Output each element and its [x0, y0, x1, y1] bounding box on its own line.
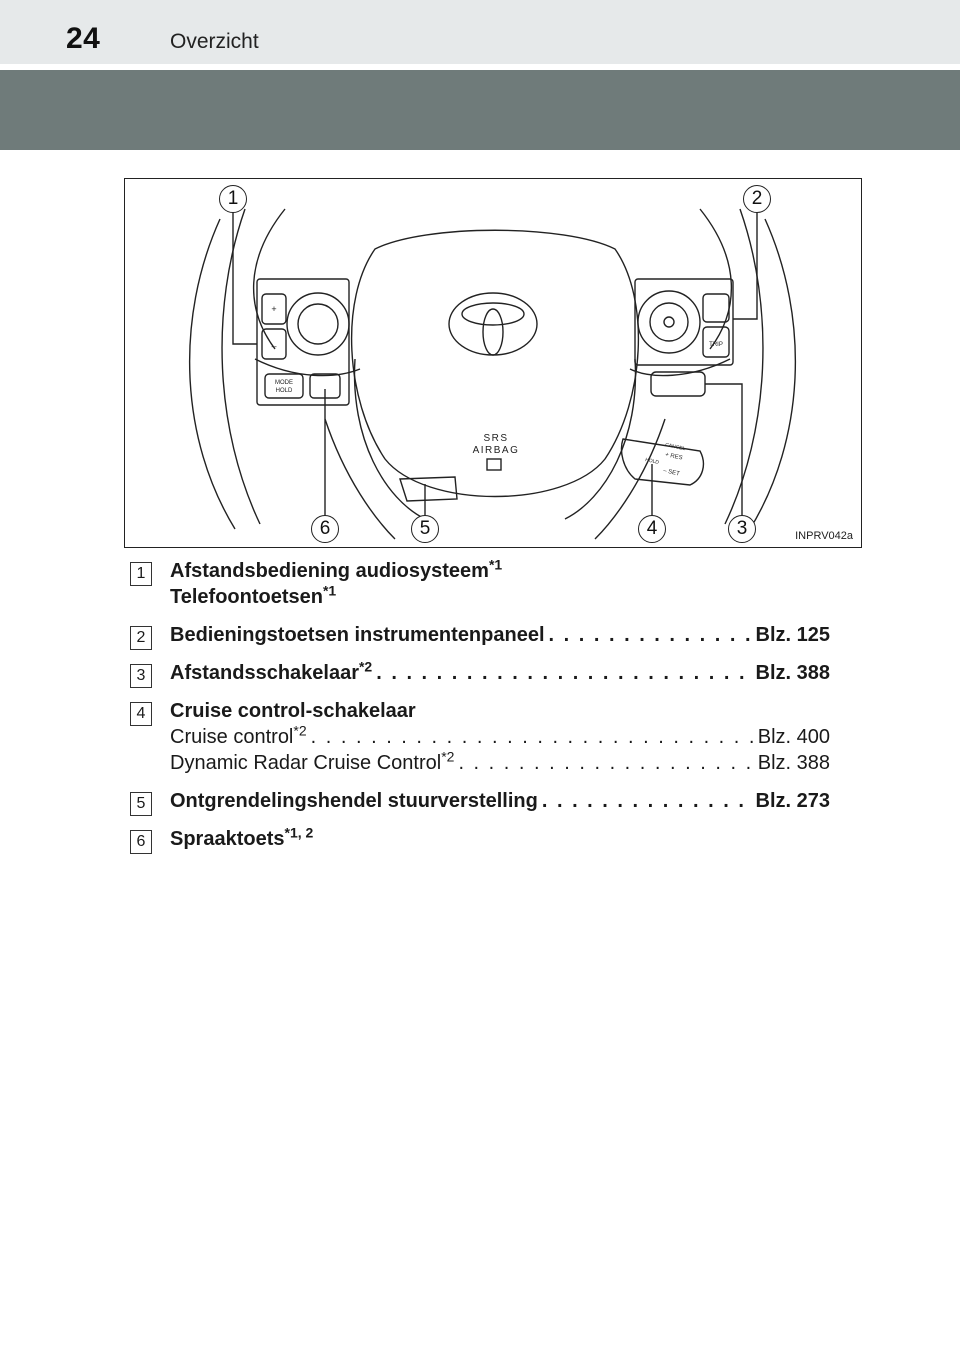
legend-number: 3: [130, 664, 152, 688]
legend-number: 2: [130, 626, 152, 650]
callout-1: 1: [219, 185, 247, 213]
hold-label: HOLD: [276, 388, 293, 394]
legend-line: Telefoontoetsen*1: [170, 582, 337, 608]
horn-icon: [486, 458, 502, 471]
legend-line: Bedieningstoetsen instrumentenpaneel Blz…: [170, 622, 830, 648]
legend-item-1: 1 Afstandsbediening audiosysteem*1 Telef…: [130, 556, 830, 610]
legend-item-5: 5 Ontgrendelingshendel stuurverstelling …: [130, 788, 830, 816]
legend-item-4: 4 Cruise control-schakelaar Cruise contr…: [130, 698, 830, 776]
cancel-label: CANCEL: [665, 442, 686, 452]
res-label: + RES: [665, 452, 683, 462]
header-band: [0, 70, 960, 150]
steering-wheel-illustration: SRS AIRBAG MODE HOLD TRIP + – + RES – SE…: [189, 207, 796, 540]
legend-item-2: 2 Bedieningstoetsen instrumentenpaneel B…: [130, 622, 830, 650]
mode-label: MODE: [275, 380, 293, 386]
airbag-label: AIRBAG: [473, 445, 520, 456]
callout-2: 2: [743, 185, 771, 213]
legend-line: Ontgrendelingshendel stuurverstelling Bl…: [170, 788, 830, 814]
callout-3: 3: [728, 515, 756, 543]
page-reference[interactable]: Blz. 388: [757, 752, 830, 774]
srs-label: SRS: [483, 433, 508, 444]
legend-line: Cruise control-schakelaar: [170, 700, 416, 722]
legend-line: Afstandsschakelaar*2 Blz. 388: [170, 659, 830, 686]
toyota-logo: [448, 292, 538, 356]
legend-line: Dynamic Radar Cruise Control*2 Blz. 388: [170, 749, 830, 776]
page-header: 24 Overzicht: [0, 0, 960, 64]
legend-line: Afstandsbediening audiosysteem*1: [170, 556, 503, 582]
legend-number: 1: [130, 562, 152, 586]
legend-line: Cruise control*2 Blz. 400: [170, 723, 830, 750]
page-reference[interactable]: Blz. 400: [757, 726, 830, 748]
legend-number: 5: [130, 792, 152, 816]
page-reference[interactable]: Blz. 125: [755, 624, 830, 646]
page-reference[interactable]: Blz. 273: [755, 790, 830, 812]
legend-list: 1 Afstandsbediening audiosysteem*1 Telef…: [130, 556, 830, 854]
minus-label: –: [271, 341, 276, 351]
legend-number: 4: [130, 702, 152, 726]
callout-5: 5: [411, 515, 439, 543]
legend-item-3: 3 Afstandsschakelaar*2 Blz. 388: [130, 659, 830, 688]
steering-wheel-figure: SRS AIRBAG MODE HOLD TRIP + – + RES – SE…: [124, 178, 862, 548]
trip-label: TRIP: [709, 342, 723, 348]
legend-line: Spraaktoets*1, 2: [170, 824, 314, 850]
legend-item-6: 6 Spraaktoets*1, 2: [130, 824, 830, 854]
page-reference[interactable]: Blz. 388: [755, 662, 830, 684]
section-title: Overzicht: [170, 30, 259, 53]
plus-label: +: [271, 304, 276, 314]
callout-4: 4: [638, 515, 666, 543]
set-label: – SET: [663, 468, 681, 477]
legend-number: 6: [130, 830, 152, 854]
hold2-label: HOLD: [645, 457, 660, 466]
figure-code: INPRV042a: [795, 530, 853, 542]
callout-6: 6: [311, 515, 339, 543]
page-number: 24: [66, 22, 101, 55]
